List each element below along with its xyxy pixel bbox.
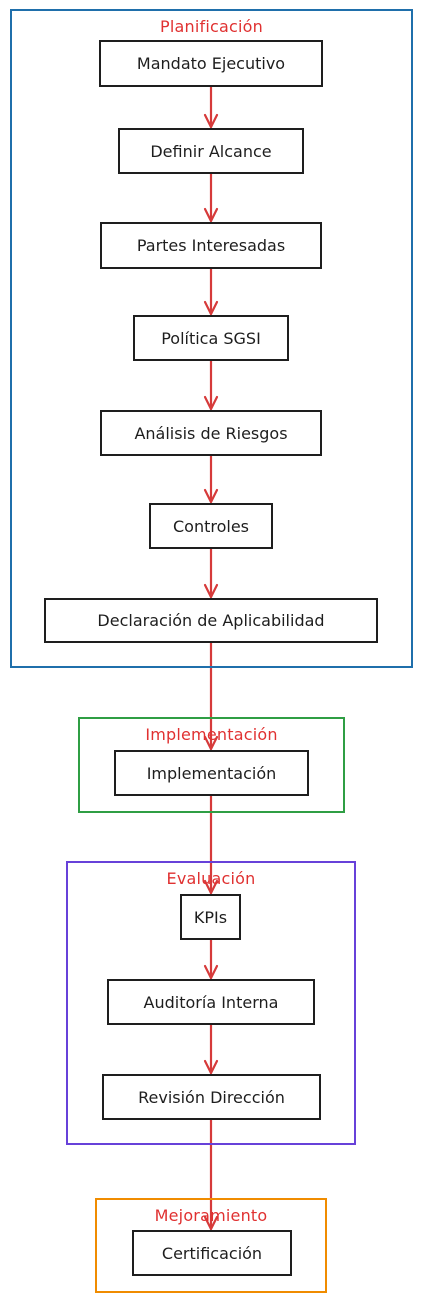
node-declaracion-de-aplicabilidad[interactable]: Declaración de Aplicabilidad — [44, 598, 378, 643]
edge-controles-declaracion — [203, 547, 219, 599]
edge-riesgos-controles — [203, 454, 219, 504]
group-title-evaluacion: Evaluación — [166, 869, 256, 888]
edge-auditoria-revision — [203, 1023, 219, 1075]
node-certificacion[interactable]: Certificación — [132, 1230, 292, 1276]
edge-kpis-auditoria — [203, 938, 219, 980]
group-title-planificacion: Planificación — [160, 17, 263, 36]
edge-mandato-alcance — [203, 85, 219, 129]
node-analisis-de-riesgos[interactable]: Análisis de Riesgos — [100, 410, 322, 456]
edge-revision-certificacion — [203, 1118, 219, 1231]
node-definir-alcance[interactable]: Definir Alcance — [118, 128, 304, 174]
edge-alcance-partes — [203, 172, 219, 223]
node-kpis[interactable]: KPIs — [180, 894, 241, 940]
node-auditoria-interna[interactable]: Auditoría Interna — [107, 979, 315, 1025]
node-mandato-ejecutivo[interactable]: Mandato Ejecutivo — [99, 40, 323, 87]
group-implementacion: Implementación — [78, 717, 345, 813]
group-mejoramiento: Mejoramiento — [95, 1198, 327, 1293]
node-partes-interesadas[interactable]: Partes Interesadas — [100, 222, 322, 269]
node-revision-direccion[interactable]: Revisión Dirección — [102, 1074, 321, 1120]
edge-partes-politica — [203, 267, 219, 316]
edge-politica-riesgos — [203, 359, 219, 411]
group-title-mejoramiento: Mejoramiento — [154, 1206, 268, 1225]
group-planificacion: Planificación — [10, 9, 413, 668]
group-evaluacion: Evaluación — [66, 861, 356, 1145]
group-title-implementacion: Implementación — [145, 725, 278, 744]
node-politica-sgsi[interactable]: Política SGSI — [133, 315, 289, 361]
node-controles[interactable]: Controles — [149, 503, 273, 549]
edge-declaracion-implementacion — [203, 641, 219, 751]
node-implementacion[interactable]: Implementación — [114, 750, 309, 796]
